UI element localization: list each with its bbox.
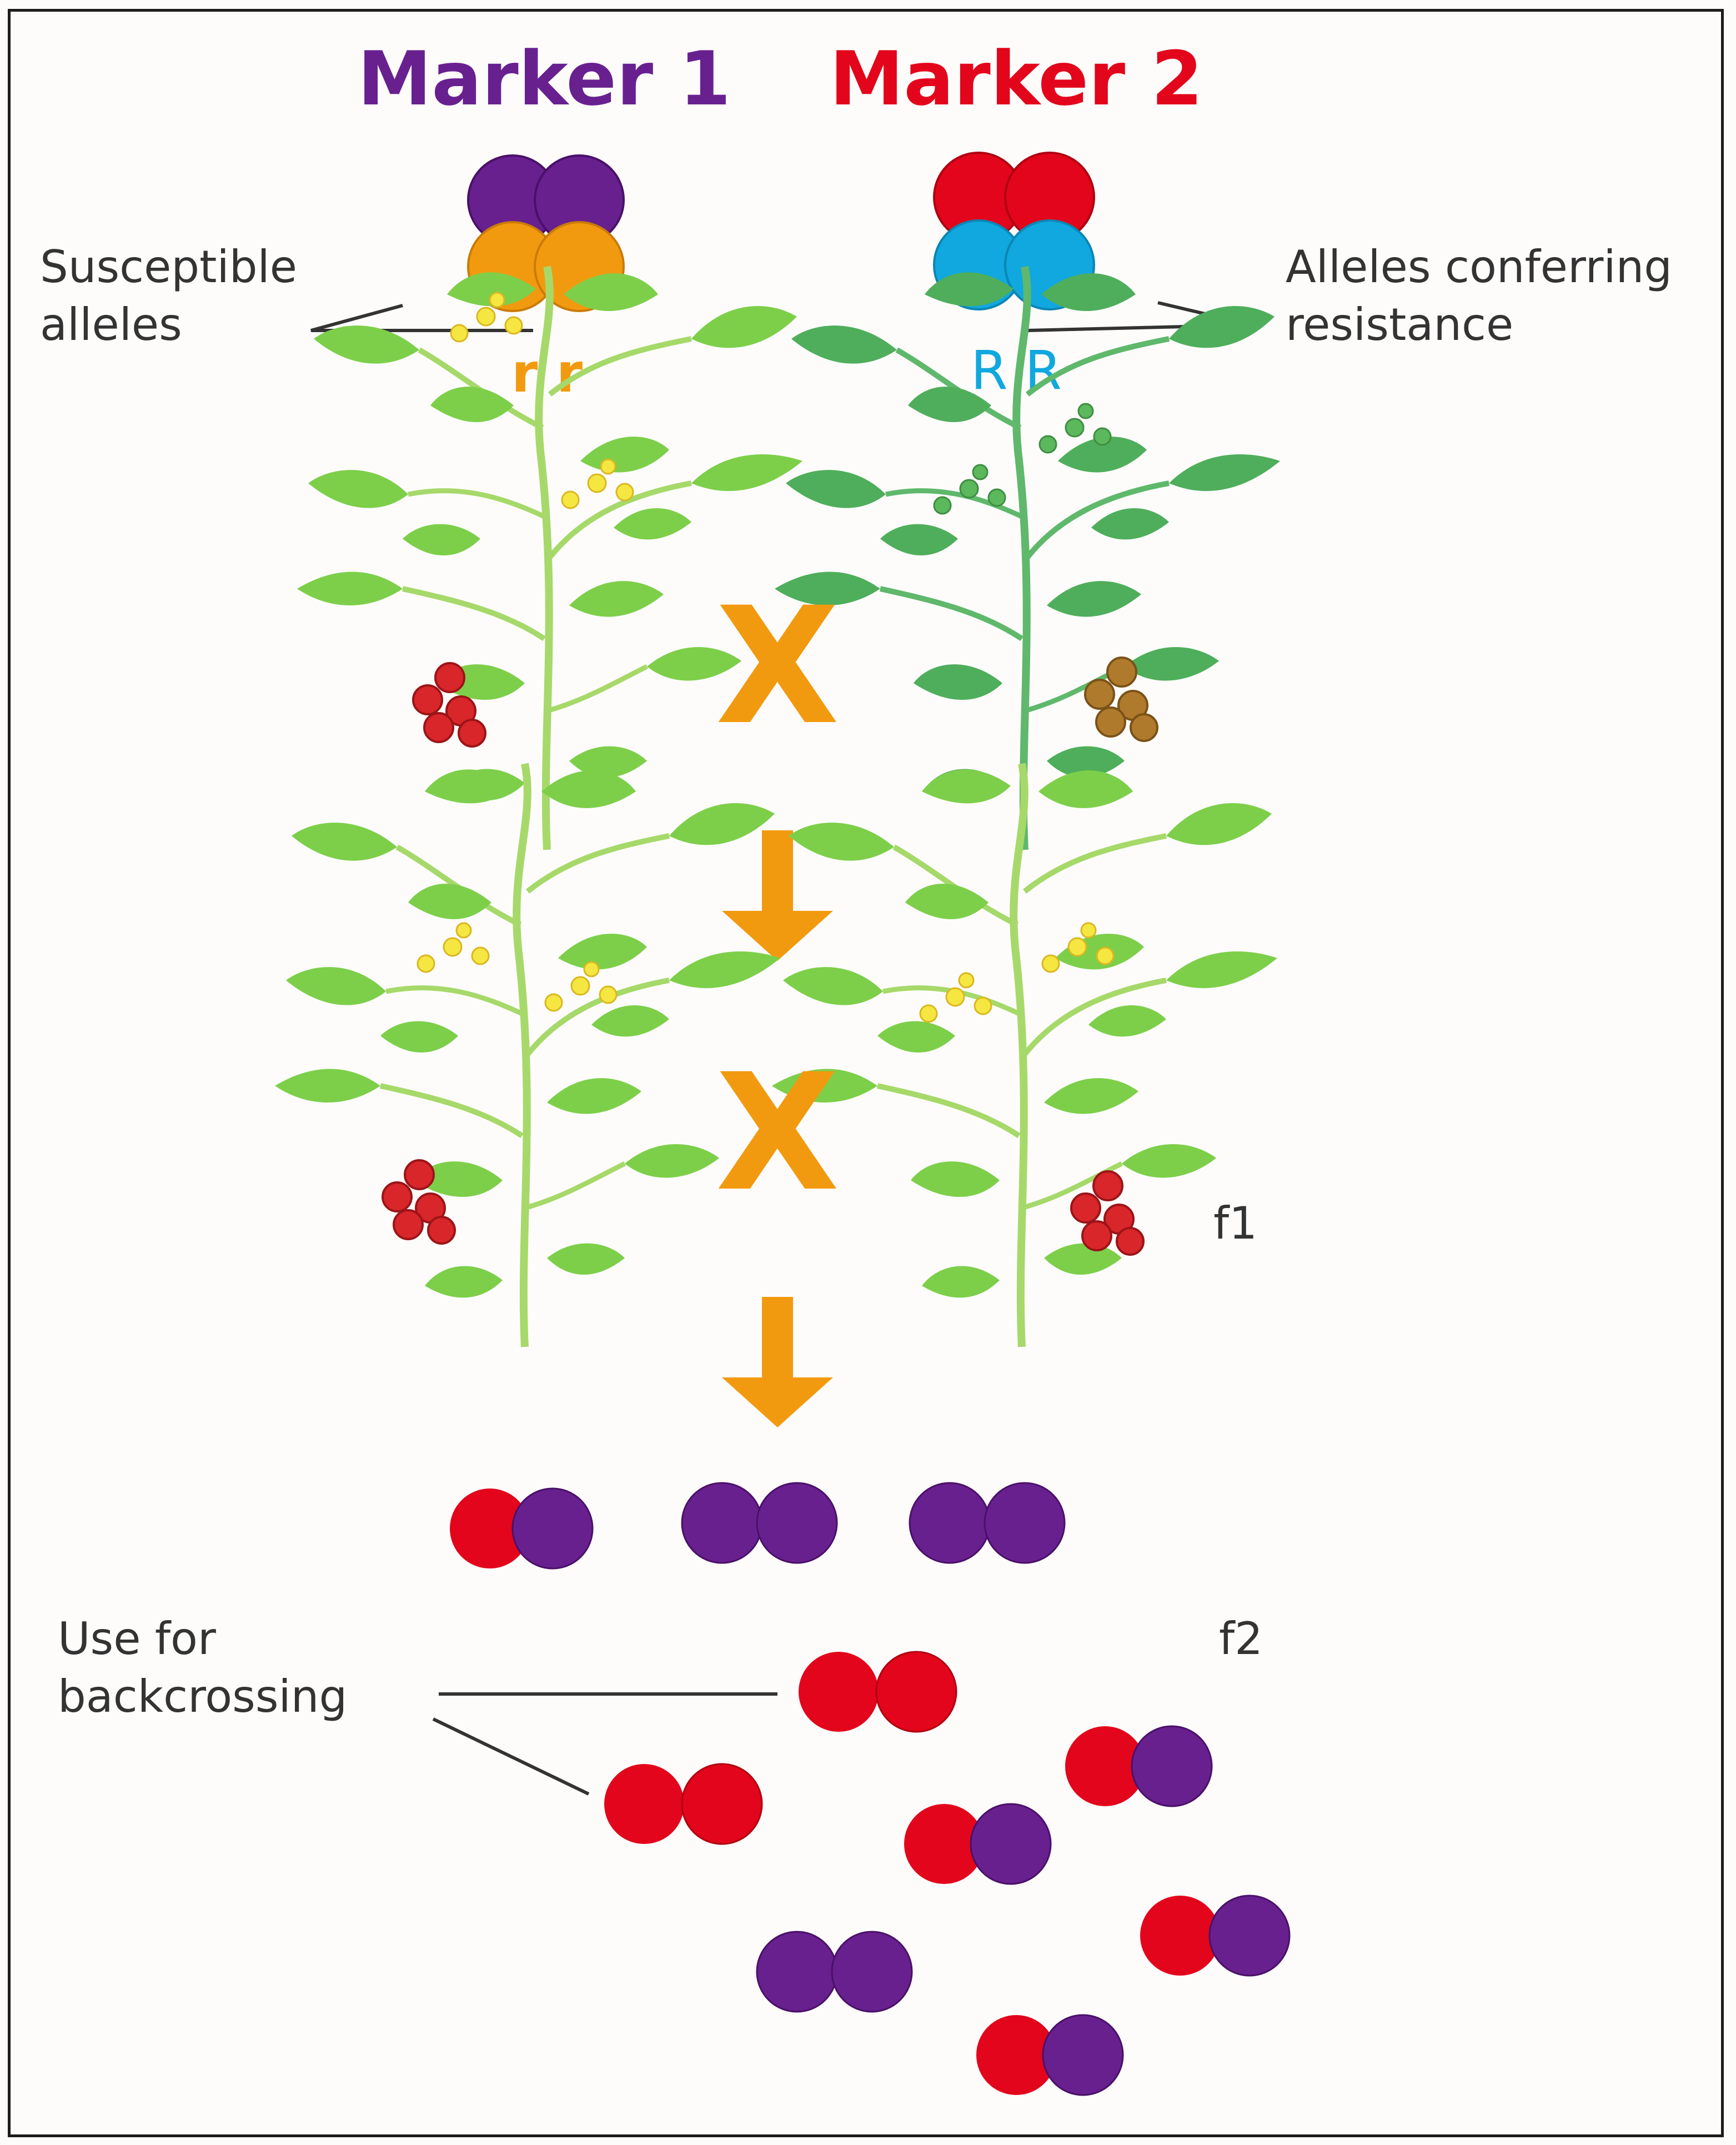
f2-chromosome-pair-icon <box>1065 1725 1213 1807</box>
f2-chromosome-pair-icon <box>1140 1895 1291 1977</box>
resistance-label: Alleles conferring resistance <box>1286 241 1687 350</box>
marker-2-chromosome-icon <box>933 152 1095 310</box>
backcrossing-label: Use for backcrossing <box>58 1613 347 1722</box>
marker-2-title: Marker 2 <box>830 36 1203 122</box>
marker-1-title: Marker 1 <box>358 36 731 122</box>
figure-border <box>8 9 1724 2137</box>
f2-chromosome-pair-icon <box>604 1763 763 1845</box>
f1-plant-right-icon <box>772 764 1277 1347</box>
generation-f1-label: f1 <box>1213 1197 1257 1249</box>
susceptible-label: Susceptible alleles <box>40 241 311 350</box>
backcross-pointer-lower <box>432 1717 590 1796</box>
f2-chromosome-pair-icon <box>799 1651 957 1733</box>
f1-chromosome-pair-icon <box>450 1487 594 1570</box>
f1-chromosome-pair-icon <box>681 1482 838 1564</box>
f1-plant-left-icon <box>275 764 780 1347</box>
generation-f2-label: f2 <box>1219 1613 1263 1665</box>
f2-chromosome-pair-icon <box>756 1931 913 2013</box>
cross-symbol-f1: X <box>715 1040 840 1227</box>
cross-symbol-parents: X <box>715 573 840 760</box>
arrow-down-icon <box>722 830 833 961</box>
arrow-down-icon <box>722 1297 833 1427</box>
f1-chromosome-pair-icon <box>909 1482 1066 1564</box>
f2-chromosome-pair-icon <box>904 1803 1052 1885</box>
f2-chromosome-pair-icon <box>976 2014 1124 2096</box>
